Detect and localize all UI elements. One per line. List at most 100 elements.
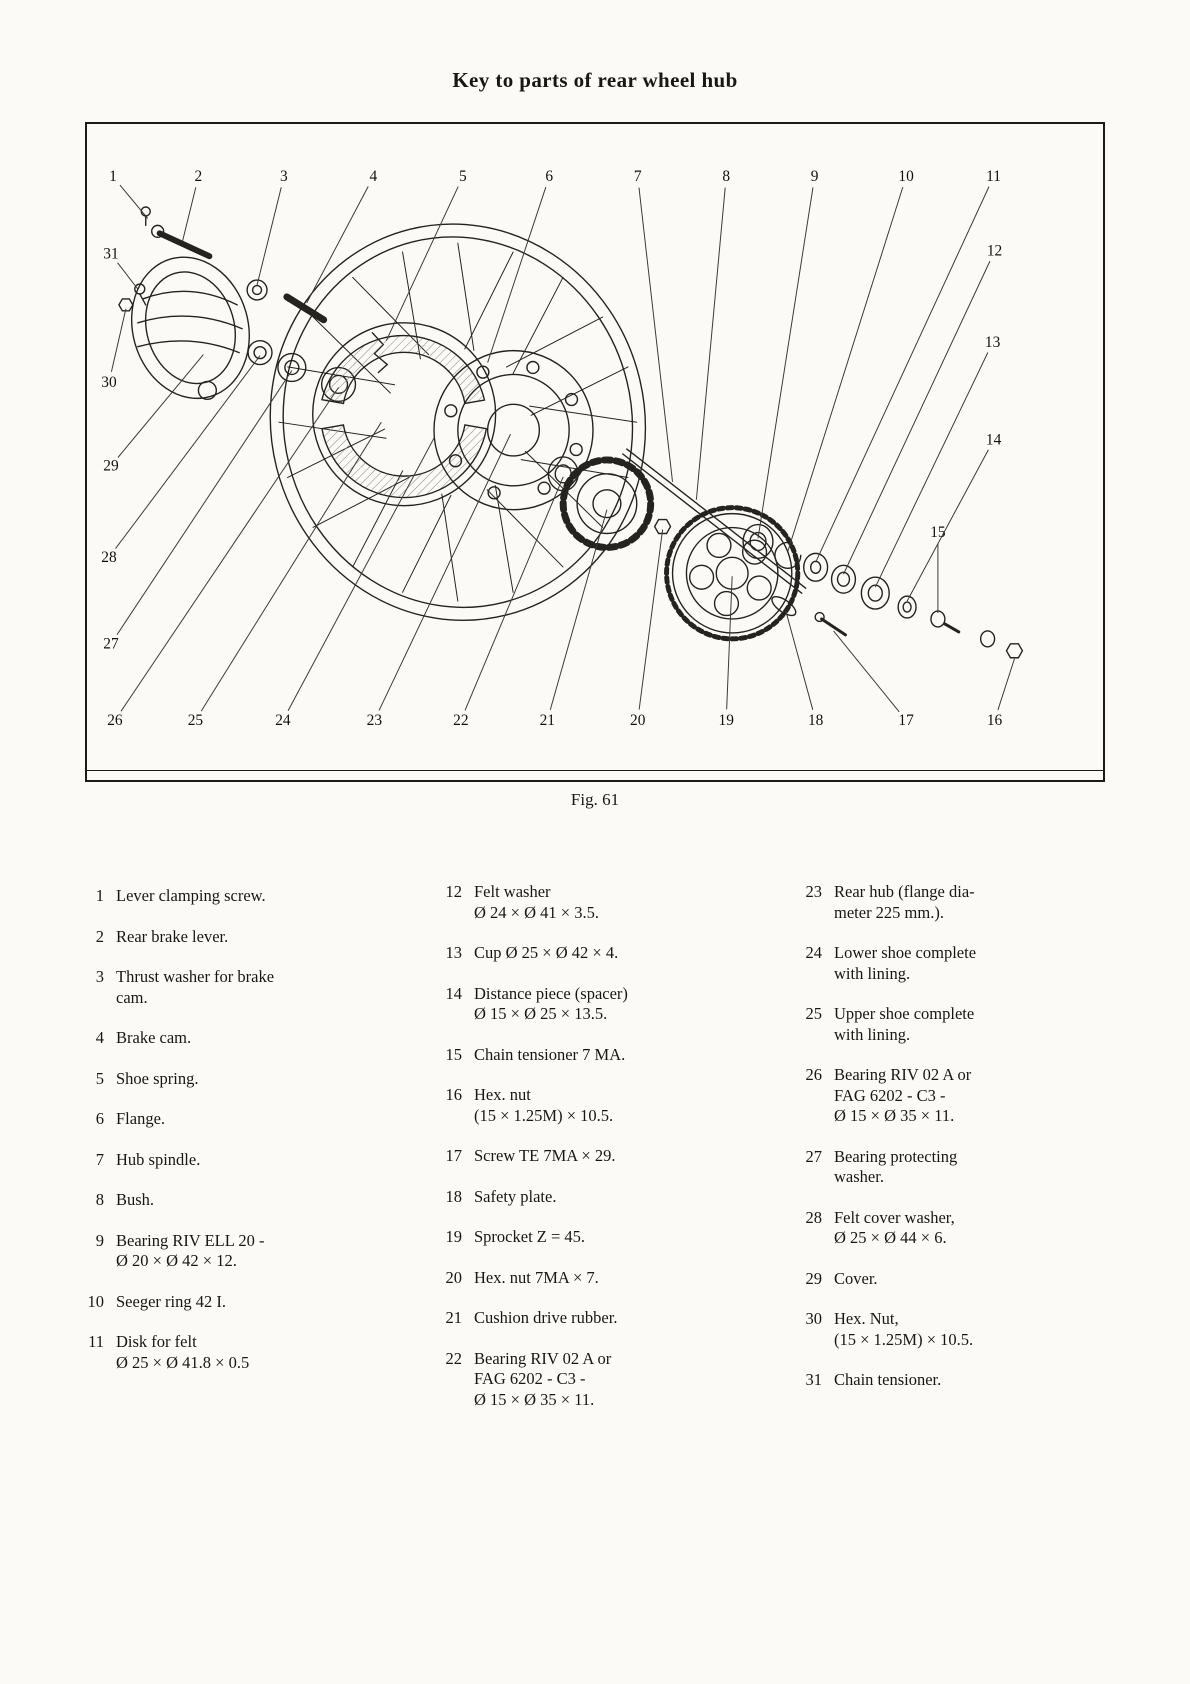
part-description: Bush.: [116, 1190, 155, 1209]
callout-number-12: 12: [987, 243, 1002, 260]
part-number: 10: [87, 1291, 105, 1311]
chain-tensioner-31-art: [134, 283, 147, 306]
callout-number-16: 16: [987, 712, 1003, 729]
exploded-diagram: 1234567891011121314151617181920212223242…: [101, 168, 1024, 729]
part-number: 26: [805, 1065, 823, 1084]
wheel-rim-outer: [269, 223, 647, 621]
part-item-8: 8 Bush.: [84, 1190, 414, 1211]
part-description: Cushion drive rubber.: [474, 1308, 618, 1327]
callout-number-21: 21: [540, 712, 555, 729]
leader-line-18: [785, 610, 814, 710]
callout-number-30: 30: [101, 374, 117, 391]
part-description: Hex. nut 7MA × 7.: [474, 1267, 599, 1287]
part-number: 7: [95, 1149, 104, 1169]
leader-line-7: [638, 187, 674, 482]
leader-line-6: [487, 186, 547, 363]
leader-line-19: [726, 576, 733, 710]
callout-number-14: 14: [986, 432, 1002, 449]
leader-line-28: [115, 355, 261, 549]
part-number: 29: [805, 1268, 823, 1288]
callout-number-20: 20: [630, 712, 646, 729]
callout-number-2: 2: [195, 168, 203, 185]
part-item-15: 15 Chain tensioner 7 MA.: [442, 1045, 742, 1066]
leader-line-10: [787, 186, 904, 552]
part-description: Brake cam.: [116, 1028, 192, 1047]
callout-number-22: 22: [453, 712, 468, 729]
leader-line-1: [119, 184, 149, 219]
frame-bottom-line: [87, 770, 1103, 771]
hub-bolt-holes: [444, 360, 583, 500]
callout-number-8: 8: [722, 168, 730, 185]
part-number: 3: [95, 967, 104, 986]
part-description: Rear hub (flange dia-meter 225 mm.).: [834, 882, 975, 922]
callout-number-7: 7: [634, 168, 642, 185]
part-number: 28: [805, 1207, 823, 1227]
part-number: 15: [445, 1044, 463, 1064]
part-number: 22: [445, 1348, 463, 1368]
leader-line-4: [306, 186, 369, 304]
part-number: 11: [88, 1332, 104, 1351]
cover-art: [130, 256, 250, 401]
cushion-drive-art: [559, 456, 655, 551]
leader-line-12: [843, 260, 991, 575]
hex-nut-30-art: [118, 298, 134, 312]
brake-cam-art: [283, 293, 328, 324]
safety-plate-art: [771, 596, 797, 617]
part-description: Chain tensioner.: [834, 1370, 942, 1389]
part-description: Cup Ø 25 × Ø 42 × 4.: [474, 943, 619, 962]
callout-number-26: 26: [107, 712, 123, 729]
wheel-and-parts-art: [118, 206, 1024, 659]
part-description: Screw TE 7MA × 29.: [474, 1146, 616, 1165]
rear-brake-lever-art: [151, 224, 213, 260]
part-description: Cover.: [834, 1268, 878, 1288]
leader-line-13: [874, 352, 989, 588]
part-description: Rear brake lever.: [116, 926, 229, 946]
brake-shoes-art: [312, 322, 497, 507]
callout-number-9: 9: [811, 168, 819, 185]
part-number: 8: [95, 1190, 104, 1209]
leader-line-30: [110, 308, 127, 372]
part-description: Chain tensioner 7 MA.: [474, 1044, 626, 1064]
leader-line-29: [117, 354, 204, 458]
callout-number-4: 4: [369, 168, 377, 185]
part-description: Hub spindle.: [116, 1149, 201, 1169]
part-number: 19: [445, 1227, 463, 1246]
part-number: 24: [805, 943, 823, 962]
callout-number-13: 13: [985, 334, 1001, 351]
page-title: Key to parts of rear wheel hub: [452, 68, 738, 92]
callout-number-11: 11: [986, 168, 1001, 185]
leader-line-16: [997, 658, 1015, 711]
callout-number-1: 1: [109, 168, 117, 185]
part-description: Flange.: [116, 1109, 166, 1128]
bearing-train-art: [742, 523, 1024, 659]
callout-number-15: 15: [930, 524, 946, 541]
part-number: 12: [445, 882, 463, 901]
hex-nut-16-art: [1005, 643, 1024, 659]
rear-hub-art: [433, 349, 594, 511]
callout-number-18: 18: [808, 712, 824, 729]
part-description: Distance piece (spacer)Ø 15 × Ø 25 × 13.…: [474, 983, 628, 1024]
part-number: 5: [95, 1068, 104, 1088]
